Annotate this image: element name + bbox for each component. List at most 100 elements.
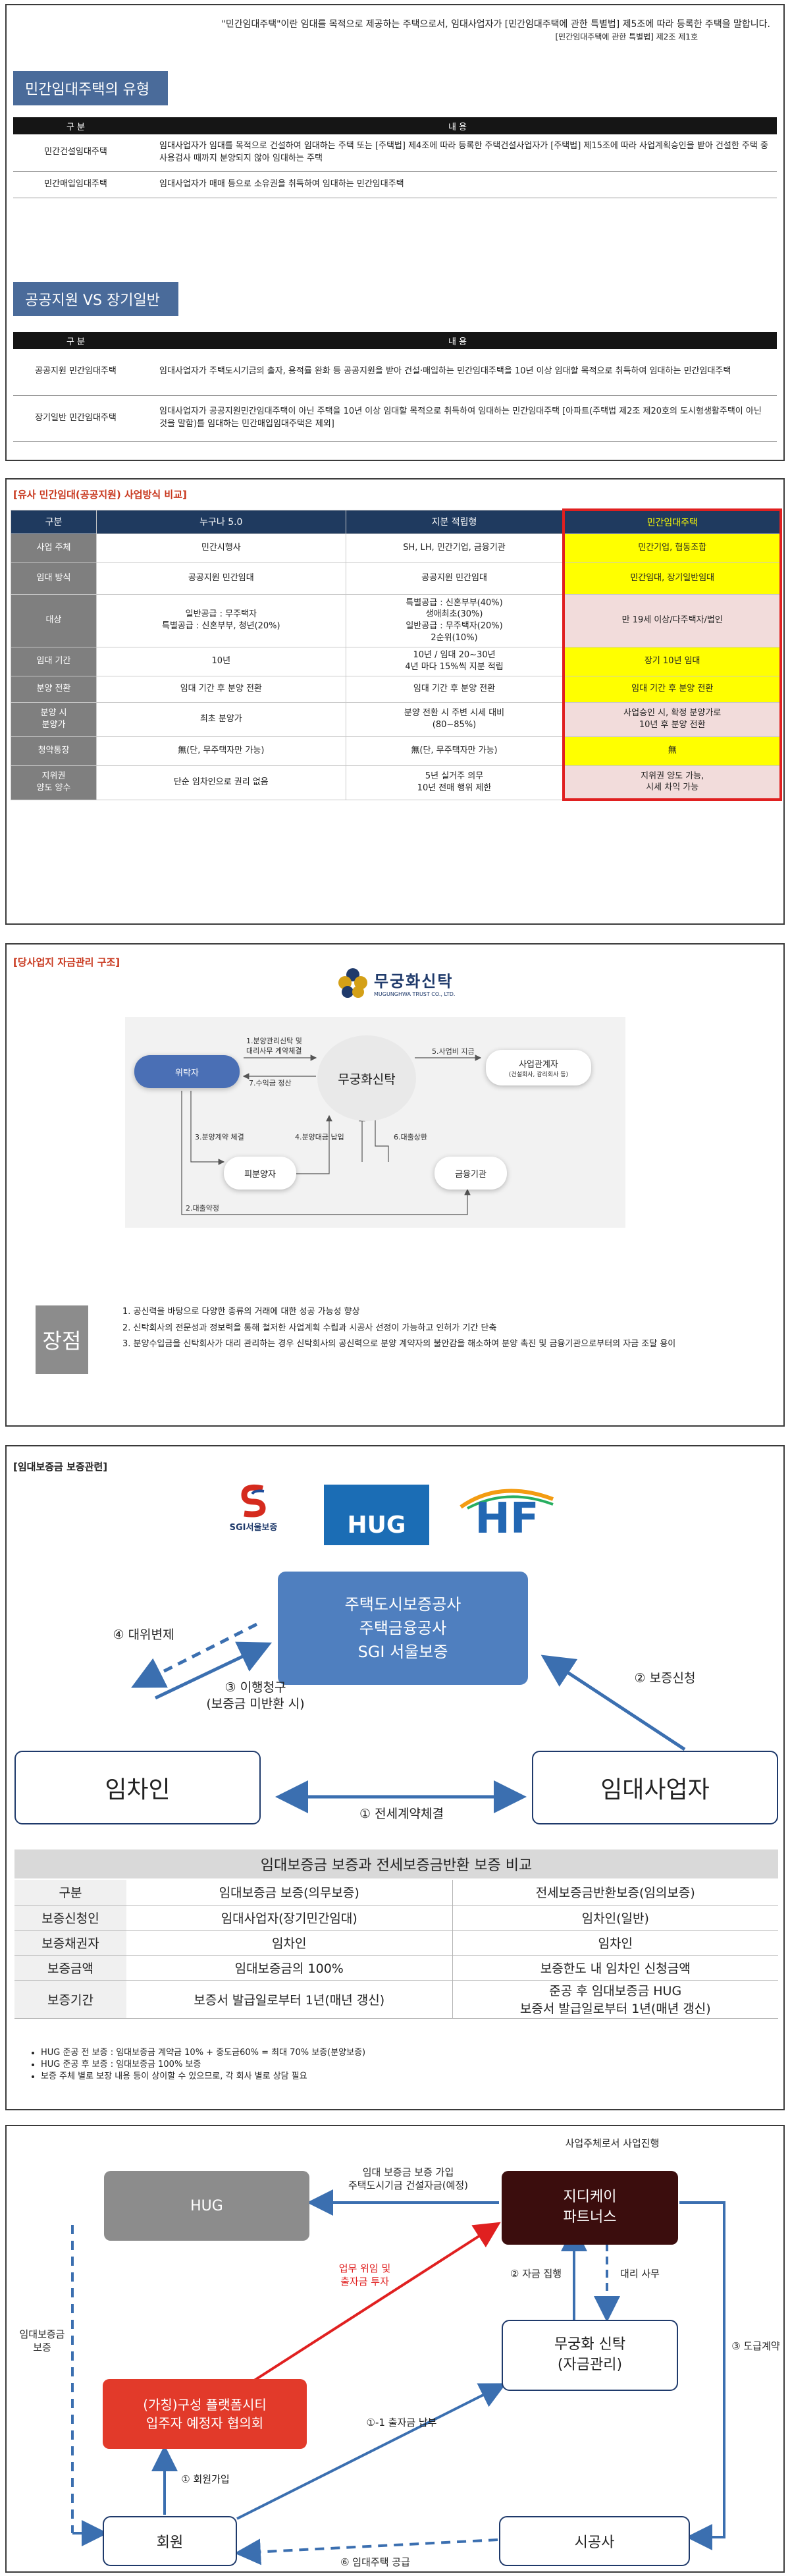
guarantee-arrows — [131, 1622, 686, 1813]
row-label: 보증신청인 — [14, 1905, 126, 1931]
edge-label-1: 1.분양관리신탁 및 대리사무 계약체결 — [246, 1037, 302, 1055]
trust-node: 무궁화신탁 — [317, 1035, 416, 1121]
arrow-label-subrogation: ④ 대위변제 — [113, 1628, 174, 1642]
edge-label-2: 2.대출약정 — [186, 1204, 219, 1213]
row-key: 공공지원 민간임대주택 — [13, 349, 138, 396]
fund-management-panel: [당사업지 자금관리 구조] 무궁화신탁 MUGUNGHWA TRUST CO.… — [5, 943, 785, 1427]
table-row: 공공지원 민간임대주택 임대사업자가 주택도시기금의 출자, 용적률 완화 등 … — [13, 349, 777, 396]
row-label: 임대 기간 — [11, 646, 97, 676]
section-types-heading: 민간임대주택의 유형 — [13, 71, 169, 105]
header-nuguna: 누구나 5.0 — [96, 509, 346, 534]
cell-equity: 5년 실거주 의무 10년 전매 행위 제한 — [345, 765, 564, 800]
label-red: 업무 위임 및 출자금 투자 — [338, 2262, 391, 2288]
row-label: 보증기간 — [14, 1980, 126, 2019]
row-key: 민간매입임대주택 — [13, 171, 138, 198]
builder-node: 시공사 — [499, 2516, 690, 2566]
table-header-row: 구분 누구나 5.0 지분 적립형 민간임대주택 — [11, 508, 782, 534]
row-cell: 임차인 — [126, 1930, 453, 1956]
cell-nuguna: 민간시행사 — [96, 533, 346, 563]
row-key: 장기일반 민간임대주택 — [13, 395, 138, 442]
row-cell: 임차인 — [452, 1930, 778, 1956]
cell-nuguna: 최초 분양가 — [96, 701, 346, 737]
association-node: (가칭)구성 플랫폼시티 입주자 예정자 협의회 — [103, 2379, 307, 2449]
panel-title: [당사업지 자금관리 구조] — [13, 956, 120, 968]
hf-arc-icon — [460, 1489, 554, 1510]
head-cell: 전세보증금반환보증(임의보증) — [452, 1880, 778, 1905]
merit-badge: 장점 — [36, 1305, 88, 1374]
header-right-label: 사업주체로서 사업진행 — [565, 2137, 660, 2149]
note-item: HUG 준공 후 보증 : 임대보증금 100% 보증 — [41, 2059, 365, 2071]
section-compare-heading: 공공지원 VS 장기일반 — [13, 282, 178, 316]
table-header-row: 구분 임대보증금 보증(의무보증) 전세보증금반환보증(임의보증) — [14, 1880, 778, 1905]
types-table: 구 분 내 용 민간건설임대주택 임대사업자가 임대를 목적으로 건설하여 임대… — [13, 117, 777, 198]
merit-item: 1. 공신력을 바탕으로 다양한 종류의 거래에 대한 성공 가능성 향상 — [122, 1307, 360, 1317]
bank-node: 금융기관 — [434, 1157, 507, 1190]
hug-label: HUG — [347, 1512, 406, 1539]
logo-korean: 무궁화신탁 — [374, 972, 454, 991]
mugunghwa-node: 무궁화 신탁 (자금관리) — [502, 2320, 678, 2391]
row-cell: 임대보증금의 100% — [126, 1955, 453, 1981]
edge-label-5: 5.사업비 지급 — [432, 1047, 475, 1056]
edge-label-6: 6.대출상환 — [394, 1133, 427, 1141]
cell-nuguna: 단순 임차인으로 권리 없음 — [96, 765, 346, 800]
cell-equity: 無(단, 무주택자만 가능) — [345, 736, 564, 766]
cell-private-rental: 無 — [562, 736, 782, 766]
cell-equity: 공공지원 민간임대 — [345, 562, 564, 595]
label-contract: ③ 도급계약 — [731, 2340, 780, 2352]
hug-logo: HUG — [324, 1485, 429, 1545]
arrow-label-contract: ① 전세계약체결 — [359, 1807, 444, 1821]
label-top: 임대 보증금 보증 가입 주택도시기금 건설자금(예정) — [348, 2166, 469, 2192]
section-title: 민간임대주택의 유형 — [13, 71, 169, 105]
section-title: 공공지원 VS 장기일반 — [13, 282, 178, 316]
cell-nuguna: 10년 — [96, 646, 346, 676]
cell-private-rental: 지위권 양도 가능, 시세 차익 가능 — [562, 765, 782, 801]
row-cell: 임대사업자(장기민간임대) — [126, 1905, 453, 1931]
comparison-panel: [유사 민간임대(공공지원) 사업방식 비교] 구분 누구나 5.0 지분 적립… — [5, 478, 785, 925]
merit-item: 2. 신탁회사의 전문성과 정보력을 통해 철저한 사업계획 수립과 시공사 선… — [122, 1323, 497, 1333]
sgi-label: SGI서울보증 — [229, 1523, 278, 1533]
sgi-logo: SGI서울보증 — [217, 1483, 290, 1533]
row-label: 임대 방식 — [11, 562, 97, 595]
label-fund: ② 자금 집행 — [510, 2268, 562, 2280]
cell-nuguna: 일반공급 : 무주택자 특별공급 : 신혼부부, 청년(20%) — [96, 593, 346, 647]
edge-label-3: 3.분양계약 체결 — [195, 1133, 244, 1141]
business-flow-arrows — [71, 2189, 725, 2565]
intro-text: "민간임대주택"이란 임대를 목적으로 제공하는 주택으로서, 임대사업자가 [… — [20, 18, 770, 42]
row-value: 임대사업자가 공공지원민간임대주택이 아닌 주택을 10년 이상 임대할 목적으… — [138, 395, 777, 442]
guarantee-notes: HUG 준공 전 보증 : 임대보증금 계약금 10% + 중도금60% = 최… — [41, 2047, 365, 2083]
row-label: 사업 주체 — [11, 533, 97, 563]
row-label: 지위권 양도 양수 — [11, 765, 97, 800]
guarantor-line: SGI 서울보증 — [357, 1643, 448, 1661]
tenant-box: 임차인 — [14, 1751, 261, 1824]
edge-label-4: 4.분양대금 납입 — [295, 1133, 344, 1141]
contractor-sub: (건설회사, 감리회사 등) — [508, 1072, 569, 1078]
hf-label: HF — [475, 1494, 539, 1543]
cell-private-rental: 장기 10년 임대 — [562, 646, 782, 676]
cell-equity: 특별공급 : 신혼부부(40%) 생애최초(30%) 일반공급 : 무주택자(2… — [345, 593, 564, 647]
label-supply: ⑥ 임대주택 공급 — [340, 2556, 410, 2568]
table-row: 민간매입임대주택 임대사업자가 매매 등으로 소유권을 취득하여 임대하는 민간… — [13, 171, 777, 198]
hf-logo: HF — [454, 1483, 560, 1547]
table-head-content: 내 용 — [138, 332, 777, 349]
sgi-emblem-icon — [241, 1484, 266, 1518]
row-label: 분양 전환 — [11, 675, 97, 703]
table-row: 민간건설임대주택 임대사업자가 임대를 목적으로 건설하여 임대하는 주택 또는… — [13, 134, 777, 172]
row-label: 대상 — [11, 593, 97, 647]
contractor-node: 사업관계자 (건설회사, 감리회사 등) — [486, 1050, 591, 1085]
note-item: HUG 준공 전 보증 : 임대보증금 계약금 10% + 중도금60% = 최… — [41, 2047, 365, 2059]
header-equity: 지분 적립형 — [345, 509, 564, 534]
truster-node: 위탁자 — [134, 1055, 240, 1088]
cell-private-rental: 민간기업, 협동조합 — [562, 533, 782, 563]
head-cell: 임대보증금 보증(의무보증) — [126, 1880, 453, 1905]
cell-nuguna: 공공지원 민간임대 — [96, 562, 346, 595]
row-label: 보증금액 — [14, 1955, 126, 1981]
buyer-node: 피분양자 — [224, 1157, 296, 1190]
label-join: ① 회원가입 — [181, 2473, 230, 2485]
header-category: 구분 — [11, 509, 97, 534]
gdk-node: 지디케이 파트너스 — [502, 2171, 678, 2245]
